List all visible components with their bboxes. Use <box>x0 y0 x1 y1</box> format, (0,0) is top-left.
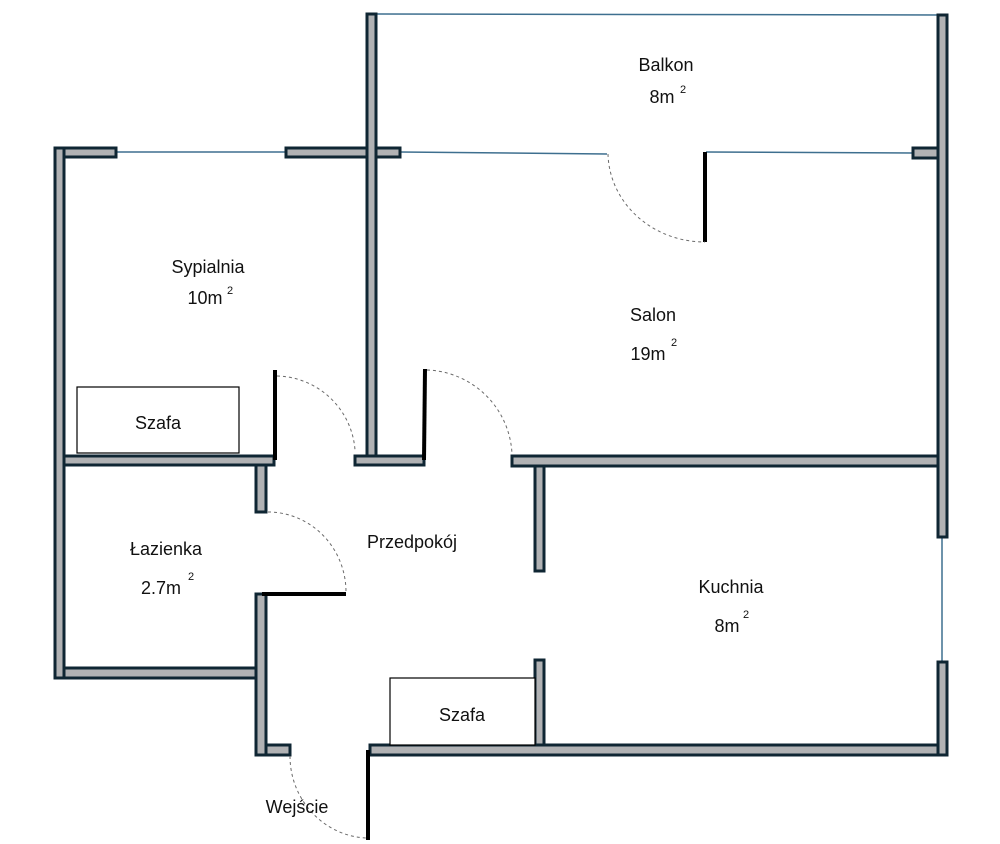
wall-kuchnia-left-lower <box>533 658 546 747</box>
wall-central-vertical <box>365 12 378 458</box>
salon-balcony-window-left <box>399 151 608 155</box>
door-lazienka-swing <box>267 511 347 593</box>
room-przedpokoj-name: Przedpokój <box>367 532 457 552</box>
door-salon-leaf[interactable] <box>422 368 427 461</box>
room-sypialnia-area: 10m <box>187 288 222 308</box>
wall-left-outer <box>53 146 66 680</box>
closets: Szafa Szafa <box>76 386 536 746</box>
wall-kuchnia-left-upper <box>533 464 546 573</box>
room-salon-sup: 2 <box>671 337 677 349</box>
room-kuchnia-area: 8m <box>714 616 739 636</box>
room-wejscie-name: Wejście <box>266 797 329 817</box>
room-salon-area: 19m <box>630 344 665 364</box>
door-salon-swing <box>426 369 513 455</box>
room-labels: Balkon 8m 2 Sypialnia 10m 2 Salon 19m 2 … <box>130 55 765 817</box>
closet-sypialnia <box>76 386 240 454</box>
wall-sypialnia-bottom <box>62 454 276 467</box>
wall-lazienka-stub <box>254 463 268 514</box>
room-kuchnia-name: Kuchnia <box>698 577 764 597</box>
wall-salon-bottom <box>510 454 940 468</box>
wall-central-bottom-stub <box>353 454 426 467</box>
salon-balcony-window-right <box>705 151 914 154</box>
room-lazienka-sup: 2 <box>188 571 194 583</box>
room-lazienka-area: 2.7m <box>141 578 181 598</box>
wall-right-outer-lower <box>936 660 949 757</box>
wall-salon-right-stub <box>911 146 940 160</box>
closet-hallway <box>389 677 536 746</box>
door-balcony-swing <box>607 153 706 243</box>
balkon-top-window <box>371 13 943 16</box>
wall-lazienka-bottom <box>62 666 258 680</box>
door-entrance-swing <box>289 755 367 839</box>
room-balkon-name: Balkon <box>638 55 693 75</box>
room-balkon-sup: 2 <box>680 84 686 96</box>
closet-sypialnia-label: Szafa <box>135 413 182 433</box>
doors <box>262 152 707 840</box>
walls <box>53 12 949 757</box>
room-kuchnia-sup: 2 <box>743 609 749 621</box>
wall-sypialnia-top-right <box>284 146 402 159</box>
wall-bottom <box>368 743 940 757</box>
room-salon-name: Salon <box>630 305 676 325</box>
door-sypialnia-swing <box>276 375 356 451</box>
room-sypialnia-name: Sypialnia <box>171 257 245 277</box>
windows <box>117 13 943 662</box>
room-sypialnia-sup: 2 <box>227 285 233 297</box>
room-balkon-area: 8m <box>649 87 674 107</box>
wall-right-outer-upper <box>936 13 949 539</box>
wall-entrance-stub <box>264 743 292 757</box>
room-lazienka-name: Łazienka <box>130 539 203 559</box>
wall-sypialnia-top-left <box>62 146 118 159</box>
closet-hallway-label: Szafa <box>439 705 486 725</box>
